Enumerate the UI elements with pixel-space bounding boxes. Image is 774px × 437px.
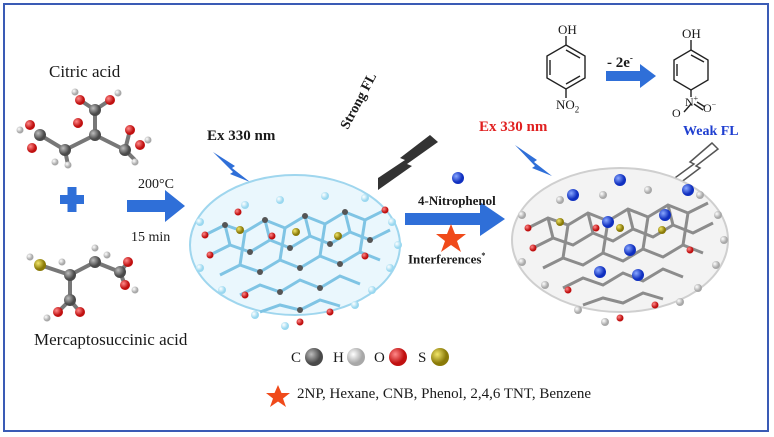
figure-frame bbox=[3, 3, 769, 432]
carbon-dot-sheet-quenched bbox=[511, 167, 729, 326]
interferences-label: Interferences* bbox=[408, 251, 486, 267]
product-o-label: O− bbox=[703, 100, 717, 115]
excitation-bolt-right-icon bbox=[515, 145, 552, 176]
interference-star-icon bbox=[436, 224, 466, 252]
legend-oxygen-sphere bbox=[389, 348, 407, 366]
excitation-label-left: Ex 330 nm bbox=[207, 128, 276, 144]
legend-sulfur-sphere bbox=[431, 348, 449, 366]
excitation-label-right: Ex 330 nm bbox=[479, 119, 548, 135]
legend-carbon-sphere bbox=[305, 348, 323, 366]
emission-bolt-strong-icon bbox=[378, 135, 438, 190]
oxidation-arrow bbox=[606, 64, 656, 88]
weak-fl-label: Weak FL bbox=[683, 124, 739, 139]
citric-acid-molecule bbox=[16, 88, 152, 169]
excitation-bolt-left-icon bbox=[213, 152, 250, 182]
legend-hydrogen-label: H bbox=[333, 350, 344, 366]
nitrophenol-oh-label: OH bbox=[558, 22, 577, 37]
legend-star-icon bbox=[266, 385, 290, 407]
carbon-dot-sheet-fluorescent bbox=[189, 174, 402, 330]
mercaptosuccinic-acid-molecule bbox=[26, 244, 139, 322]
detection-arrow bbox=[405, 202, 505, 236]
citric-acid-label: Citric acid bbox=[49, 62, 121, 81]
legend-hydrogen-sphere bbox=[347, 348, 365, 366]
product-oh-label: OH bbox=[682, 26, 701, 41]
product-structure bbox=[673, 40, 709, 113]
legend-sulfur-label: S bbox=[418, 350, 427, 366]
plus-icon bbox=[60, 187, 84, 212]
product-o2-label: O bbox=[672, 106, 681, 120]
legend-carbon-label: C bbox=[291, 350, 302, 366]
nitrophenol-dot-icon bbox=[452, 172, 464, 184]
product-n-label: N+ bbox=[685, 94, 699, 109]
interferents-list: 2NP, Hexane, CNB, Phenol, 2,4,6 TNT, Ben… bbox=[297, 386, 591, 402]
mercaptosuccinic-acid-label: Mercaptosuccinic acid bbox=[34, 330, 188, 349]
nitrophenol-no2-label: NO2 bbox=[556, 97, 580, 115]
nitrophenol-label: 4-Nitrophenol bbox=[418, 193, 496, 208]
legend-spheres bbox=[305, 348, 449, 366]
legend-oxygen-label: O bbox=[374, 350, 385, 366]
reaction-arrow bbox=[127, 190, 185, 222]
time-label: 15 min bbox=[131, 230, 171, 245]
temperature-label: 200°C bbox=[138, 177, 174, 192]
nitrophenol-structure bbox=[546, 36, 586, 98]
oxidation-label: - 2e- bbox=[607, 53, 633, 71]
